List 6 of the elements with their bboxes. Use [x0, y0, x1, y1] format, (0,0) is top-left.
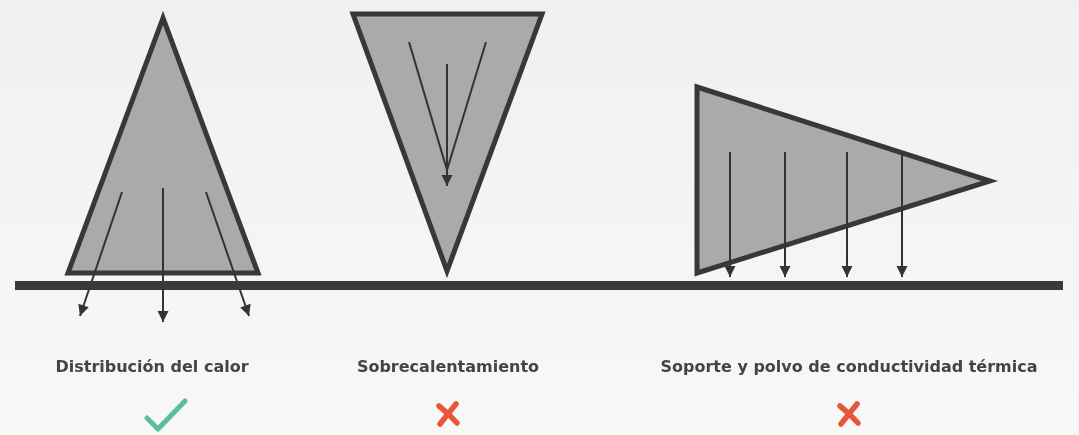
- caption: Sobrecalentamiento: [356, 357, 540, 376]
- caption: Soporte y polvo de conductividad térmica: [660, 357, 1038, 376]
- triangle-shape: [349, 11, 546, 279]
- caption: Distribución del calor: [55, 357, 249, 376]
- triangle-shape: [64, 10, 262, 276]
- triangle-shape: [694, 83, 999, 277]
